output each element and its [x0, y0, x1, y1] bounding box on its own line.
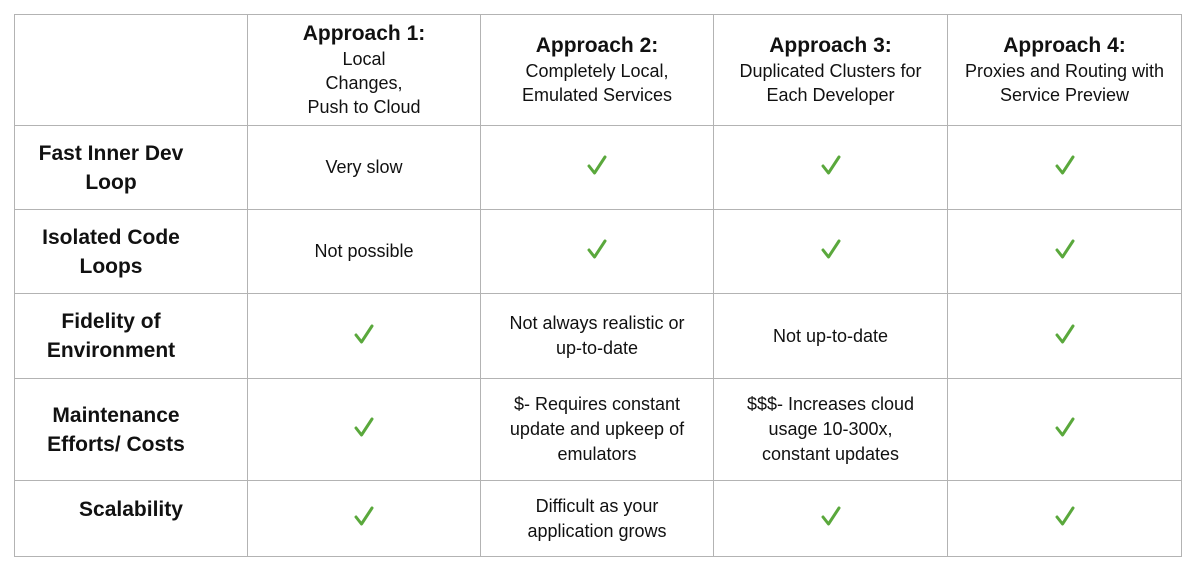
- row-label: Isolated Code Loops: [14, 209, 248, 294]
- table-cell: $- Requires constant update and upkeep o…: [480, 378, 714, 481]
- cell-text: Difficult as your application grows: [527, 495, 667, 541]
- checkmark-icon: [353, 416, 375, 438]
- table-cell: [947, 125, 1182, 210]
- header-subtitle: Proxies and Routing with Service Preview: [964, 61, 1165, 105]
- header-approach-4: Approach 4: Proxies and Routing with Ser…: [947, 14, 1182, 126]
- table-cell: [947, 209, 1182, 294]
- table-cell: [947, 480, 1182, 557]
- header-subtitle: Duplicated Clusters for Each Developer: [739, 61, 922, 105]
- table-cell: [947, 293, 1182, 379]
- row-label: Scalability: [14, 480, 248, 557]
- header-title: Approach 2:: [535, 34, 659, 57]
- table-cell: [713, 209, 948, 294]
- table-cell: [480, 209, 714, 294]
- table-cell: Very slow: [247, 125, 481, 210]
- table-row: Maintenance Efforts/ Costs $- Requires c…: [14, 378, 1182, 481]
- row-label: Maintenance Efforts/ Costs: [14, 378, 248, 481]
- row-label: Fidelity of Environment: [14, 293, 248, 379]
- header-subtitle: Completely Local, Emulated Services: [521, 61, 673, 105]
- table-cell: Not always realistic or up-to-date: [480, 293, 714, 379]
- table-cell: $$$- Increases cloud usage 10-300x, cons…: [713, 378, 948, 481]
- table-row: Fast Inner Dev Loop Very slow: [14, 125, 1182, 210]
- table-cell: [247, 293, 481, 379]
- checkmark-icon: [1054, 505, 1076, 527]
- checkmark-icon: [1054, 238, 1076, 260]
- header-row: Approach 1: Local Changes, Push to Cloud…: [14, 14, 1182, 126]
- header-subtitle: Local Changes, Push to Cloud: [307, 49, 421, 117]
- row-label: Fast Inner Dev Loop: [14, 125, 248, 210]
- checkmark-icon: [1054, 154, 1076, 176]
- table-row: Fidelity of Environment Not always reali…: [14, 293, 1182, 379]
- table-cell: [480, 125, 714, 210]
- header-approach-1: Approach 1: Local Changes, Push to Cloud: [247, 14, 481, 126]
- checkmark-icon: [586, 154, 608, 176]
- checkmark-icon: [586, 238, 608, 260]
- cell-text: Not always realistic or up-to-date: [509, 313, 685, 358]
- cell-text: Very slow: [325, 157, 403, 177]
- cell-text: Not up-to-date: [772, 325, 889, 346]
- checkmark-icon: [820, 505, 842, 527]
- table-cell: [713, 125, 948, 210]
- comparison-table: Approach 1: Local Changes, Push to Cloud…: [14, 14, 1182, 557]
- table-cell: Not possible: [247, 209, 481, 294]
- header-corner-cell: [14, 14, 248, 126]
- table-cell: Not up-to-date: [713, 293, 948, 379]
- checkmark-icon: [820, 154, 842, 176]
- header-title: Approach 3:: [769, 34, 892, 57]
- table-row: Scalability Difficult as your applicatio…: [14, 480, 1182, 557]
- cell-text: $$$- Increases cloud usage 10-300x, cons…: [746, 394, 915, 464]
- checkmark-icon: [353, 323, 375, 345]
- table-cell: [247, 378, 481, 481]
- header-title: Approach 1:: [302, 22, 426, 45]
- cell-text: Not possible: [314, 241, 414, 261]
- cell-text: $- Requires constant update and upkeep o…: [509, 394, 685, 464]
- header-approach-3: Approach 3: Duplicated Clusters for Each…: [713, 14, 948, 126]
- checkmark-icon: [353, 505, 375, 527]
- table-row: Isolated Code Loops Not possible: [14, 209, 1182, 294]
- checkmark-icon: [820, 238, 842, 260]
- table-cell: [247, 480, 481, 557]
- checkmark-icon: [1054, 323, 1076, 345]
- checkmark-icon: [1054, 416, 1076, 438]
- header-title: Approach 4:: [1003, 34, 1126, 57]
- table-cell: Difficult as your application grows: [480, 480, 714, 557]
- header-approach-2: Approach 2: Completely Local, Emulated S…: [480, 14, 714, 126]
- table-cell: [947, 378, 1182, 481]
- table-cell: [713, 480, 948, 557]
